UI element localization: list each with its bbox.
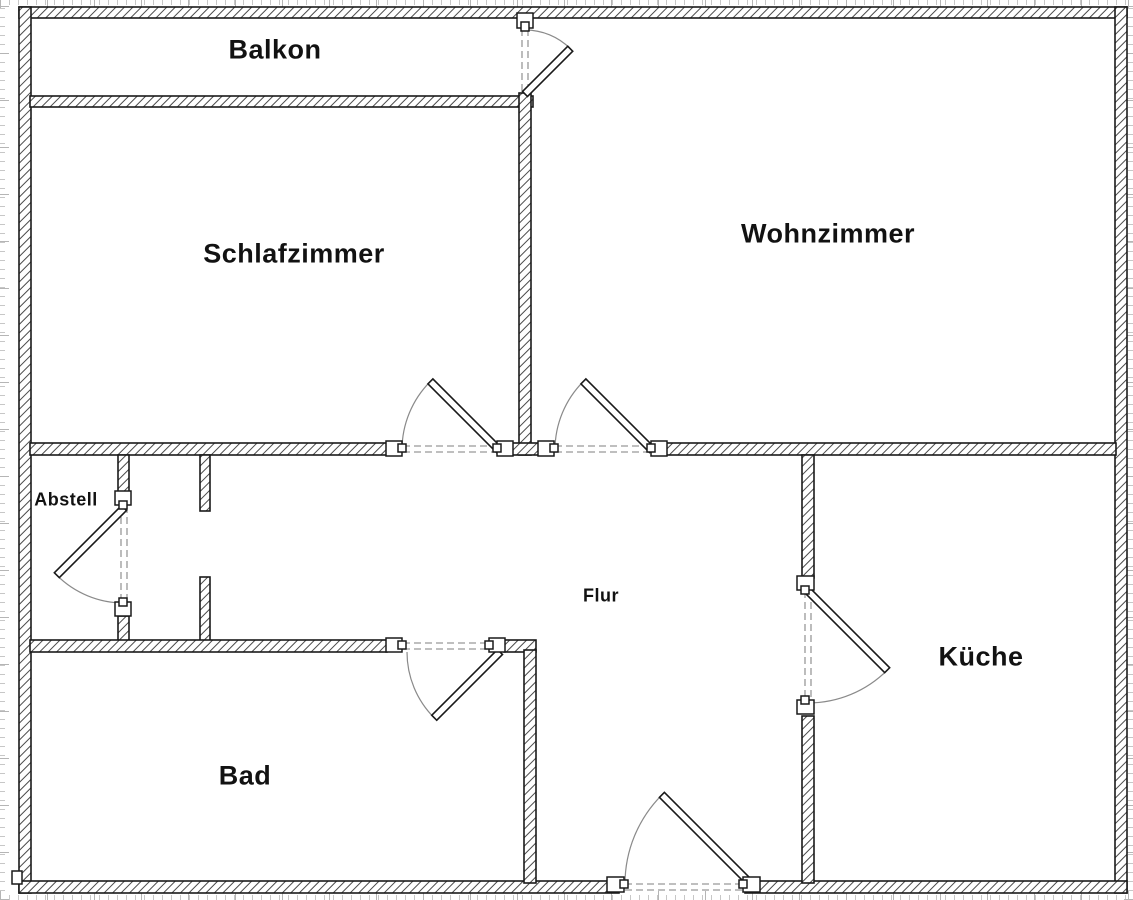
wall-outer-right <box>1114 6 1128 894</box>
jamb-wohnzimmer-left <box>537 440 559 457</box>
door-abstell-leaf <box>53 504 128 579</box>
room-label-bad: Bad <box>218 760 272 791</box>
door-entrance-leaf <box>658 791 755 888</box>
door-wohnzimmer-leaf <box>579 377 656 454</box>
room-label-kueche: Küche <box>938 641 1024 672</box>
wall-niche-lower <box>199 576 211 643</box>
jamb-entrance-right <box>738 876 761 893</box>
wall-flur-top-right <box>660 442 1117 456</box>
jamb-wohnzimmer-right <box>646 440 668 457</box>
wall-bad-top-left <box>29 639 388 653</box>
wall-kueche-upper <box>801 454 815 579</box>
door-wohnzimmer-arc <box>554 380 584 451</box>
jamb-abstell-bottom <box>114 597 132 617</box>
wall-balkon-bottom <box>29 95 534 108</box>
door-balkon-leaf <box>521 45 574 98</box>
door-schlafzimmer-leaf <box>426 377 503 454</box>
jamb-abstell-top <box>114 490 132 510</box>
jamb-entrance-left <box>606 876 629 893</box>
door-balkon-arc <box>524 29 571 50</box>
jamb-kueche-bottom <box>796 695 815 715</box>
door-abstell-arc <box>56 574 125 604</box>
door-bad-arc <box>406 651 435 719</box>
room-label-abstell: Abstell <box>34 489 98 510</box>
jamb-schlafzimmer-right <box>492 440 514 457</box>
jamb-balkon-top <box>516 12 534 32</box>
wall-kueche-lower <box>801 715 815 884</box>
door-kueche-leaf <box>804 587 891 674</box>
wall-bad-right <box>523 649 537 884</box>
door-kueche-arc <box>807 669 888 704</box>
wall-flur-top-left <box>29 442 389 456</box>
jamb-bad-left <box>385 637 407 653</box>
room-label-wohnzimmer: Wohnzimmer <box>740 218 916 249</box>
wall-outer-top <box>18 6 1128 19</box>
room-label-flur: Flur <box>583 585 619 606</box>
jamb-bad-right <box>484 637 506 653</box>
jamb-kueche-top <box>796 575 815 595</box>
door-entrance-arc <box>624 794 663 885</box>
room-label-schlafzimmer: Schlafzimmer <box>203 238 385 269</box>
wall-corner-cap <box>11 870 23 885</box>
jamb-schlafzimmer-left <box>385 440 407 457</box>
door-schlafzimmer-arc <box>401 380 431 451</box>
wall-niche-upper <box>199 454 211 512</box>
room-label-balkon: Balkon <box>228 34 322 65</box>
door-bad-leaf <box>430 648 504 722</box>
wall-abstell-lower <box>117 615 130 643</box>
wall-schlafzimmer-wohnzimmer <box>518 92 532 456</box>
wall-abstell-upper <box>117 454 130 494</box>
